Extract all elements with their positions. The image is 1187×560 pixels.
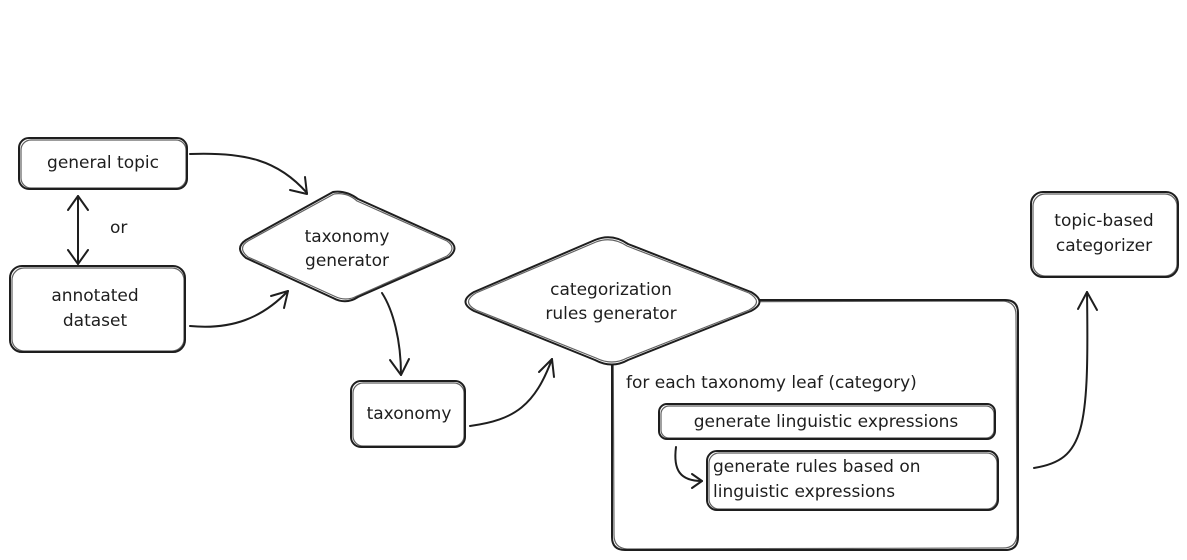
step-rules-box-sketch — [708, 452, 998, 510]
arrow-dataset-to-generator-head — [270, 290, 289, 309]
annotated-dataset-box-sketch — [11, 267, 185, 352]
rules-generator-diamond-sketch — [467, 239, 758, 363]
step-expressions-box-sketch — [660, 405, 995, 439]
annotated-dataset-label-line2: dataset — [62, 311, 128, 331]
arrow-or-head-bottom — [67, 249, 89, 265]
step-expressions-label: generate linguistic expressions — [693, 412, 959, 432]
rules-generator-label-line1: categorization — [550, 280, 672, 300]
or-label: or — [110, 218, 128, 238]
general-topic-label: general topic — [47, 153, 159, 173]
taxonomy-box — [350, 380, 466, 448]
arrow-topic-to-generator — [189, 152, 308, 194]
arrow-expressions-to-rules — [674, 446, 703, 482]
arrow-container-to-output — [1033, 291, 1089, 469]
output-label-line2: categorizer — [1055, 236, 1153, 256]
arrow-taxonomy-to-rules-head — [538, 358, 555, 378]
output-box-sketch — [1032, 193, 1178, 277]
step-rules-label-line1: generate rules based on — [713, 457, 921, 477]
arrow-container-to-output-head — [1077, 291, 1098, 311]
arrow-topic-to-generator-head — [289, 176, 308, 195]
arrow-or-head-top — [67, 195, 89, 211]
loop-container-sketch — [612, 299, 1018, 550]
taxonomy-box-sketch — [352, 382, 465, 447]
output-box — [1030, 191, 1179, 278]
annotated-dataset-label-line1: annotated — [51, 286, 139, 306]
step-expressions-box — [658, 403, 996, 440]
arrow-dataset-to-generator — [189, 290, 289, 328]
taxonomy-generator-label-line1: taxonomy — [304, 227, 390, 247]
step-rules-label-line2: linguistic expressions — [713, 482, 896, 502]
output-label-line1: topic-based — [1054, 211, 1154, 231]
loop-label: for each taxonomy leaf (category) — [626, 373, 917, 393]
annotated-dataset-box — [9, 265, 186, 353]
arrow-generator-to-taxonomy — [381, 292, 402, 376]
general-topic-box-sketch — [20, 139, 187, 189]
rules-generator-label-line2: rules generator — [545, 304, 677, 324]
taxonomy-generator-diamond — [239, 190, 456, 303]
taxonomy-label: taxonomy — [366, 404, 452, 424]
general-topic-box — [18, 137, 188, 190]
taxonomy-generator-diamond-sketch — [241, 193, 453, 300]
arrow-expressions-to-rules-head — [691, 473, 703, 489]
taxonomy-generator-label-line2: generator — [305, 251, 389, 271]
arrow-taxonomy-to-rules — [469, 358, 553, 427]
arrow-generator-to-taxonomy-head — [389, 358, 410, 376]
step-rules-box — [706, 450, 999, 511]
